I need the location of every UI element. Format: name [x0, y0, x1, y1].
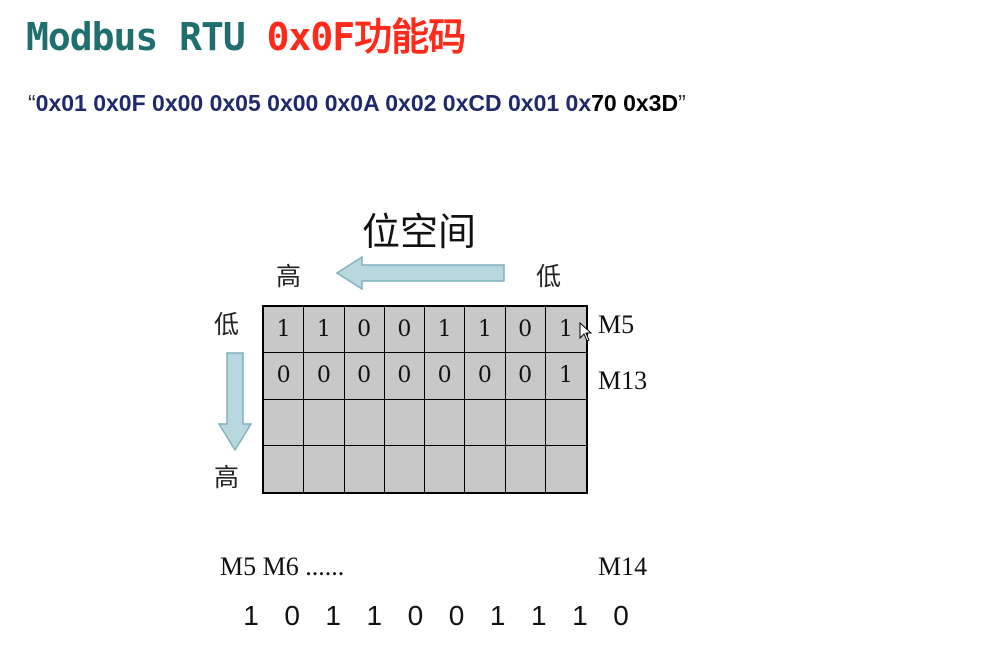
bit-cell: 1 — [425, 307, 466, 354]
bit-value: 1 — [366, 600, 383, 631]
bit-cell: 0 — [465, 353, 506, 400]
frame-bytes-main: 0x01 0x0F 0x00 0x05 0x00 0x0A 0x02 0xCD … — [35, 90, 592, 116]
bit-cell: 1 — [304, 307, 345, 354]
bit-cell — [385, 445, 425, 492]
bit-cell: 0 — [505, 307, 546, 354]
row-label-m5: M5 — [598, 310, 635, 339]
bit-cell: 0 — [344, 353, 385, 400]
arrow-down-icon — [217, 352, 253, 452]
label-high-left: 高 — [214, 463, 240, 492]
bit-value: 1 — [530, 600, 547, 631]
frame-crc: 70 0x3D — [591, 90, 679, 116]
bit-value: 0 — [613, 600, 629, 631]
bit-cell: 0 — [304, 353, 345, 400]
bit-cell: 0 — [425, 353, 466, 400]
title-protocol: Modbus RTU — [26, 15, 267, 59]
bit-cell: 0 — [505, 353, 546, 400]
bit-value: 1 — [489, 600, 506, 631]
frame-bytes: “0x01 0x0F 0x00 0x05 0x00 0x0A 0x02 0xCD… — [28, 90, 686, 117]
mouse-cursor-icon — [579, 322, 593, 342]
bit-cell — [425, 445, 466, 492]
bit-cell — [545, 400, 586, 446]
bit-cell — [264, 399, 305, 446]
close-quote: ” — [678, 90, 686, 116]
title-function-code: 0x0F功能码 — [266, 15, 467, 59]
bottom-label-start: M5 M6 ...... — [220, 552, 345, 581]
row-label-m13: M13 — [598, 366, 648, 395]
bit-cell: 0 — [344, 307, 385, 354]
label-low-top: 低 — [536, 262, 562, 291]
bit-cell — [345, 445, 385, 492]
bit-value: 1 — [243, 600, 259, 631]
bit-value: 0 — [284, 600, 300, 631]
bit-cell — [384, 399, 425, 446]
diagram-heading: 位空间 — [362, 210, 477, 254]
bit-cell: 0 — [384, 353, 425, 400]
bit-cell — [506, 445, 546, 492]
bit-value: 0 — [448, 600, 465, 631]
label-low-left: 低 — [214, 310, 240, 339]
arrow-left-icon — [335, 255, 505, 291]
open-quote: “ — [28, 90, 36, 116]
bit-cell: 0 — [384, 307, 425, 354]
bit-cell — [546, 446, 586, 492]
bit-cell: 1 — [264, 307, 305, 354]
label-high-top: 高 — [276, 262, 302, 291]
bit-cell: 1 — [545, 307, 586, 354]
bit-cell — [264, 445, 305, 492]
bit-cell: 1 — [545, 353, 586, 400]
bit-cell — [465, 399, 506, 446]
bit-value: 1 — [325, 600, 341, 631]
bit-cell: 1 — [465, 307, 506, 354]
bit-value: 0 — [407, 600, 424, 631]
bit-cell — [505, 399, 546, 446]
bit-cell — [465, 445, 506, 492]
slide-title: Modbus RTU 0x0F功能码 — [26, 6, 467, 61]
bit-cell — [344, 399, 385, 446]
bit-value: 1 — [572, 600, 588, 631]
bit-cell — [304, 445, 345, 492]
bit-cell — [304, 399, 345, 446]
bit-cell — [425, 399, 466, 446]
bit-cell: 0 — [264, 353, 305, 400]
bottom-label-end: M14 — [598, 552, 648, 581]
